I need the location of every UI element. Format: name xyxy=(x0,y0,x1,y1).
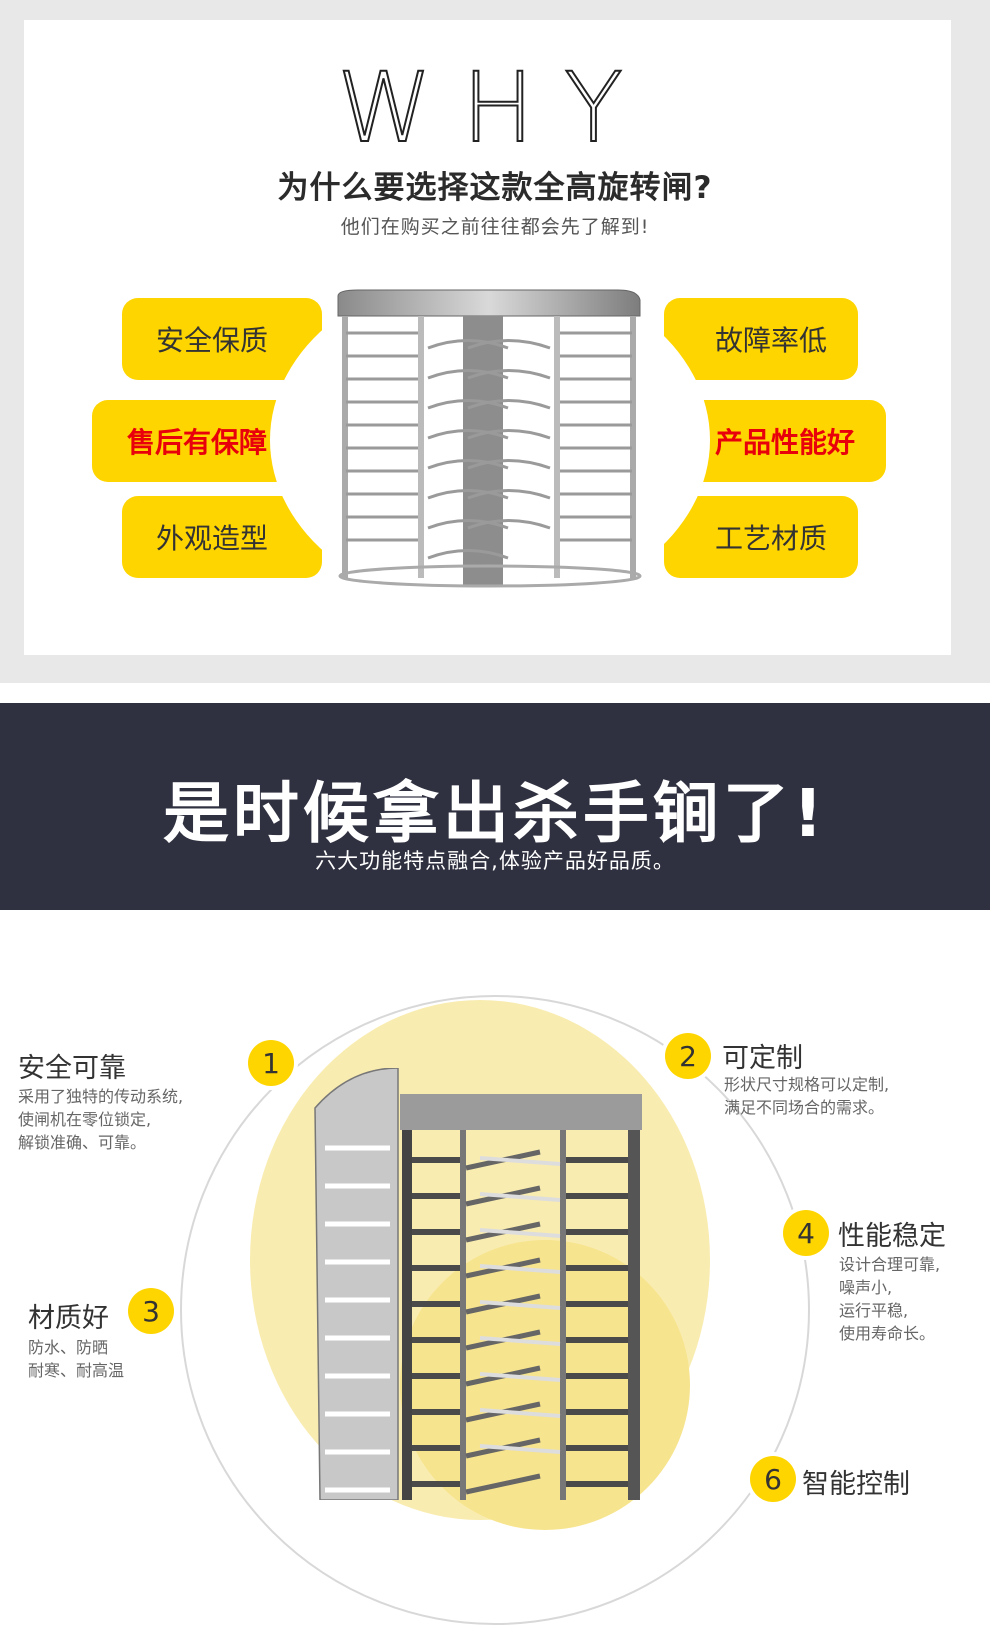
feature-number-badge: 1 xyxy=(248,1040,294,1086)
feature-title: 可定制 xyxy=(722,1043,803,1074)
feature-pill-label: 安全保质 xyxy=(155,324,268,357)
feature-pill-label: 产品性能好 xyxy=(714,426,855,459)
feature-number: 4 xyxy=(797,1216,815,1250)
feature-description: 设计合理可靠, 噪声小, 运行平稳, 使用寿命长。 xyxy=(839,1253,940,1345)
feature-title: 性能稳定 xyxy=(838,1221,946,1252)
why-caption: 他们在购买之前往往都会先了解到! xyxy=(340,216,650,238)
feature-number-badge: 4 xyxy=(783,1210,829,1256)
feature-desc-line: 噪声小, xyxy=(839,1278,893,1297)
feature-desc-line: 防水、防晒 xyxy=(28,1338,109,1357)
feature-desc-line: 使闸机在零位锁定, xyxy=(18,1110,152,1129)
feature-pill-label: 工艺材质 xyxy=(714,522,827,555)
turnstile-image xyxy=(337,289,642,588)
turnstile-detail-image xyxy=(314,1068,642,1500)
feature-pill-safety: 安全保质 xyxy=(122,298,322,380)
feature-desc-line: 运行平稳, xyxy=(839,1301,909,1320)
feature-number-badge: 6 xyxy=(750,1456,796,1502)
feature-description: 形状尺寸规格可以定制, 满足不同场合的需求。 xyxy=(724,1073,889,1119)
why-title: WHY xyxy=(336,52,653,164)
feature-desc-line: 耐寒、耐高温 xyxy=(28,1361,125,1380)
feature-pill-craft: 工艺材质 xyxy=(664,496,858,578)
feature-title: 安全可靠 xyxy=(18,1053,126,1084)
feature-pill-label: 外观造型 xyxy=(155,522,268,555)
feature-title: 材质好 xyxy=(28,1303,109,1334)
feature-number: 6 xyxy=(764,1462,782,1496)
feature-number: 3 xyxy=(142,1294,160,1328)
feature-number-badge: 3 xyxy=(128,1288,174,1334)
feature-pill-label: 售后有保障 xyxy=(126,426,267,459)
why-subtitle: 为什么要选择这款全高旋转闸? xyxy=(277,170,713,206)
feature-title: 智能控制 xyxy=(802,1469,910,1500)
feature-desc-line: 形状尺寸规格可以定制, xyxy=(724,1075,890,1094)
feature-desc-line: 使用寿命长。 xyxy=(839,1324,936,1343)
feature-description: 采用了独特的传动系统, 使闸机在零位锁定, 解锁准确、可靠。 xyxy=(18,1085,183,1154)
feature-description: 防水、防晒 耐寒、耐高温 xyxy=(28,1336,124,1382)
feature-number: 2 xyxy=(679,1039,697,1073)
feature-desc-line: 满足不同场合的需求。 xyxy=(724,1098,885,1117)
feature-desc-line: 采用了独特的传动系统, xyxy=(18,1087,184,1106)
dark-banner xyxy=(0,703,990,910)
banner-headline: 是时候拿出杀手锏了! xyxy=(162,775,828,852)
feature-desc-line: 设计合理可靠, xyxy=(839,1255,941,1274)
banner-subtitle: 六大功能特点融合,体验产品好品质。 xyxy=(315,849,675,873)
feature-pill-label: 故障率低 xyxy=(714,324,827,357)
feature-pill-low-failure: 故障率低 xyxy=(664,298,858,380)
feature-desc-line: 解锁准确、可靠。 xyxy=(18,1133,147,1152)
feature-number-badge: 2 xyxy=(665,1033,711,1079)
feature-number: 1 xyxy=(262,1046,280,1080)
